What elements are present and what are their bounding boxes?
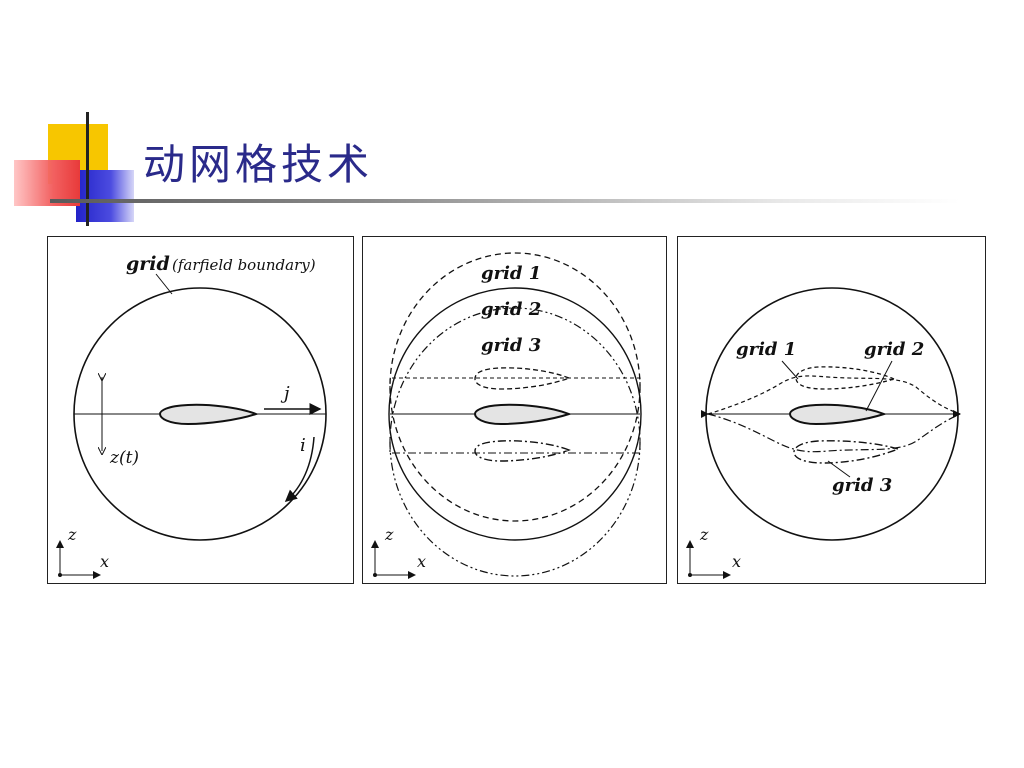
- airfoil: [158, 403, 259, 426]
- axis-z-label: z: [699, 525, 709, 544]
- grid-2-upper-boundary: [707, 375, 961, 415]
- deco-blue-square: [76, 170, 134, 222]
- deco-vertical-line: [86, 112, 89, 226]
- grid-3-airfoil-outline: [474, 440, 571, 462]
- axis-origin: [688, 573, 692, 577]
- grid-2-boundary: [388, 287, 642, 541]
- axis-x-label: x: [100, 552, 109, 571]
- panel-single-grid: grid (farfield boundary) z(t) j i z x: [47, 236, 354, 584]
- grid-3-lower-cut: [389, 439, 641, 454]
- grid-1-leader-line: [781, 360, 799, 380]
- grid-label: grid: [126, 253, 170, 275]
- airfoil: [473, 403, 572, 426]
- grid-2-inner-outline: [795, 366, 896, 390]
- axis-z-label: z: [67, 525, 77, 544]
- grid-2-label: grid 2: [864, 339, 924, 360]
- deco-red-square: [14, 160, 80, 206]
- grid-3-label: grid 3: [481, 335, 541, 356]
- grid-1-label: grid 1: [481, 263, 541, 284]
- slide-title: 动网格技术: [143, 140, 374, 189]
- grid-note: (farfield boundary): [172, 256, 316, 274]
- grid-3-inner-outline: [793, 440, 901, 464]
- axis-origin: [373, 573, 377, 577]
- axis-z-label: z: [384, 525, 394, 544]
- single-grid-diagram: grid (farfield boundary) z(t) j i z x: [56, 253, 327, 579]
- airfoil: [788, 403, 887, 426]
- grid-1-upper-cut: [389, 377, 641, 390]
- j-direction-label: j: [280, 383, 290, 404]
- axis-origin: [58, 573, 62, 577]
- panel-overlapping-grids: grid 1 grid 2 grid 3 z x: [362, 236, 667, 584]
- axis-x-label: x: [417, 552, 426, 571]
- grid-3-lower-boundary: [707, 413, 961, 453]
- i-direction-arrow: [284, 436, 315, 502]
- grid-leader-line: [155, 273, 173, 295]
- grid-1-label: grid 1: [736, 339, 796, 360]
- i-direction-label: i: [300, 435, 306, 456]
- grid-2-label: grid 2: [481, 299, 541, 320]
- embedded-grids-diagram: grid 1 grid 2 grid 3 z x: [686, 287, 961, 579]
- grid-2-leader-line: [865, 360, 893, 412]
- overlapping-grids-diagram: grid 1 grid 2 grid 3 z x: [371, 252, 642, 579]
- grid-3-label: grid 3: [832, 475, 892, 496]
- motion-label: z(t): [109, 448, 139, 468]
- axis-x-label: x: [732, 552, 741, 571]
- panel-embedded-grids: grid 1 grid 2 grid 3 z x: [677, 236, 986, 584]
- grid-1-airfoil-outline: [474, 367, 571, 390]
- grid-3-leader-line: [827, 460, 851, 478]
- title-rule: [50, 199, 960, 203]
- grid-1-boundary: [389, 252, 641, 522]
